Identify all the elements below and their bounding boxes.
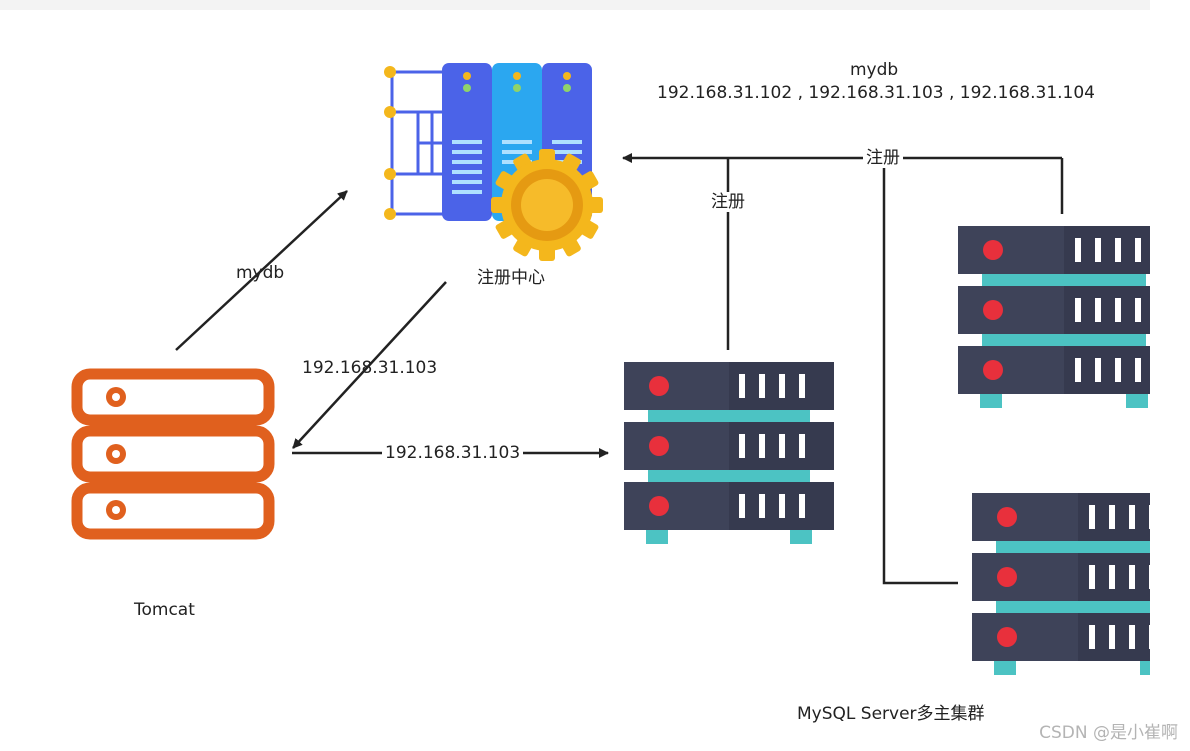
server-vent-bar [1109,505,1115,529]
server-vent-bar [1149,625,1150,649]
connections [175,153,1064,585]
server-led-icon [649,436,669,456]
server-vent-bar [1089,565,1095,589]
server-vent-bar [759,374,765,398]
cluster-label: MySQL Server多主集群 [797,704,985,724]
server-led-icon [649,496,669,516]
server-vent-bar [1115,298,1121,322]
server-led-icon [997,627,1017,647]
server-vent-bar [1095,298,1101,322]
server-vent-bar [1075,358,1081,382]
server-vent-bar [779,494,785,518]
server-led-icon [983,360,1003,380]
server-vent-bar [1095,238,1101,262]
tomcat-label: Tomcat [134,600,195,620]
server-vent-bar [1129,625,1135,649]
server-vent-bar [799,434,805,458]
server-led-icon [997,567,1017,587]
server-vent-bar [1135,358,1141,382]
server-vent-bar [779,434,785,458]
edge-label-tomcat-to-server: 192.168.31.103 [382,443,524,464]
server-vent-bar [1109,565,1115,589]
server-vent-bar [759,434,765,458]
mysql-server-icon-3 [972,493,1150,675]
edge-label-registry-to-tomcat: 192.168.31.103 [302,358,438,378]
server-led-icon [649,376,669,396]
csdn-watermark: CSDN @是小崔啊 [1039,723,1178,743]
server-vent-bar [1129,505,1135,529]
server-vent-bar [1149,505,1150,529]
tomcat-server-icon [71,368,275,540]
mysql-server-icon-2 [958,226,1150,408]
server-vent-bar [1089,505,1095,529]
edge-tomcat-to-registry [175,190,348,351]
registry-db-name: mydb [850,60,899,80]
edge-registry-to-tomcat [292,281,447,449]
server-vent-bar [1115,238,1121,262]
edge-label-tomcat-to-registry: mydb [236,263,285,283]
server-vent-bar [1129,565,1135,589]
registry-center-label: 注册中心 [477,268,545,288]
server-vent-bar [1149,565,1150,589]
server-vent-bar [1089,625,1095,649]
server-vent-bar [1135,238,1141,262]
edge-label-register-2: 注册 [708,192,748,213]
server-led-icon [983,240,1003,260]
edge-register-server-c [882,158,958,585]
server-vent-bar [1075,298,1081,322]
server-vent-bar [1075,238,1081,262]
server-vent-bar [759,494,765,518]
edge-label-register-1: 注册 [863,148,903,169]
server-vent-bar [1095,358,1101,382]
server-vent-bar [799,494,805,518]
server-vent-bar [1115,358,1121,382]
top-strip [0,0,1150,10]
server-vent-bar [1109,625,1115,649]
server-led-icon [983,300,1003,320]
registry-center-icon [384,63,603,261]
server-vent-bar [739,494,745,518]
mysql-server-icon-1 [624,362,834,544]
server-vent-bar [779,374,785,398]
server-led-icon [997,507,1017,527]
server-vent-bar [739,374,745,398]
server-vent-bar [799,374,805,398]
server-vent-bar [739,434,745,458]
gear-icon [491,149,603,261]
server-vent-bar [1135,298,1141,322]
registry-ip-list: 192.168.31.102 , 192.168.31.103 , 192.16… [657,83,1095,103]
